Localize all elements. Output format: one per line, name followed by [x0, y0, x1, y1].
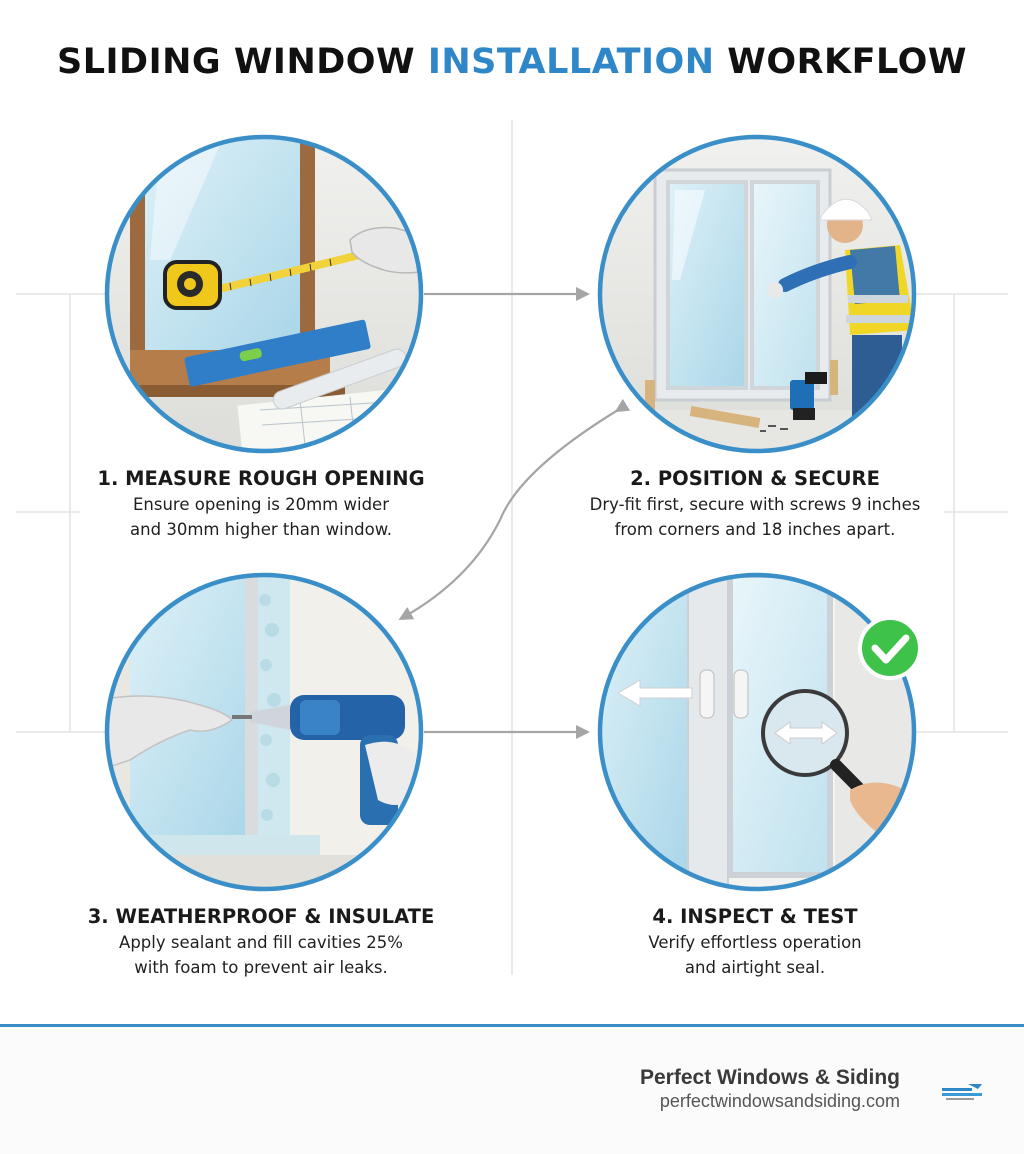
step-2-line-2: from corners and 18 inches apart.	[614, 520, 896, 539]
check-badge-icon	[858, 616, 922, 680]
step-1-line-2: and 30mm higher than window.	[130, 520, 392, 539]
workflow-diagram	[16, 120, 1008, 975]
step-1-heading: 1. MEASURE ROUGH OPENING	[97, 467, 425, 490]
step-3-line-1: Apply sealant and fill cavities 25%	[119, 933, 403, 952]
step-2-line-1: Dry-fit first, secure with screws 9 inch…	[589, 495, 921, 514]
step-3-illustration	[104, 572, 424, 892]
footer	[0, 1027, 1024, 1154]
title-part-3: WORKFLOW	[727, 42, 967, 82]
step-1-line-1: Ensure opening is 20mm wider	[133, 495, 389, 514]
step-4-heading: 4. INSPECT & TEST	[652, 905, 858, 928]
step-4-line-2: and airtight seal.	[684, 958, 826, 977]
step-3-description: Apply sealant and fill cavities 25% with…	[51, 930, 471, 980]
step-3-line-2: with foam to prevent air leaks.	[134, 958, 388, 977]
step-2-description: Dry-fit first, secure with screws 9 inch…	[545, 492, 965, 542]
company-url[interactable]: perfectwindowsandsiding.com	[659, 1091, 900, 1111]
step-4-line-1: Verify effortless operation	[648, 933, 862, 952]
step-4-illustration	[597, 572, 922, 892]
step-4-description: Verify effortless operation and airtight…	[545, 930, 965, 980]
step-2-illustration	[597, 134, 917, 454]
step-3-heading: 3. WEATHERPROOF & INSULATE	[87, 905, 435, 928]
page-title: SLIDING WINDOW INSTALLATION WORKFLOW	[0, 42, 1024, 82]
company-name: Perfect Windows & Siding	[640, 1066, 900, 1089]
guide-lines	[16, 120, 1008, 975]
arrow-step2-to-step3	[398, 398, 631, 620]
footer-divider	[0, 1024, 1024, 1027]
step-1-description: Ensure opening is 20mm wider and 30mm hi…	[51, 492, 471, 542]
step-2-heading: 2. POSITION & SECURE	[630, 467, 880, 490]
title-part-2: INSTALLATION	[427, 42, 715, 82]
connector-arrows	[398, 287, 631, 739]
company-logo-icon	[942, 1084, 982, 1100]
title-part-1: SLIDING WINDOW	[57, 42, 416, 82]
step-1-illustration	[104, 134, 424, 454]
